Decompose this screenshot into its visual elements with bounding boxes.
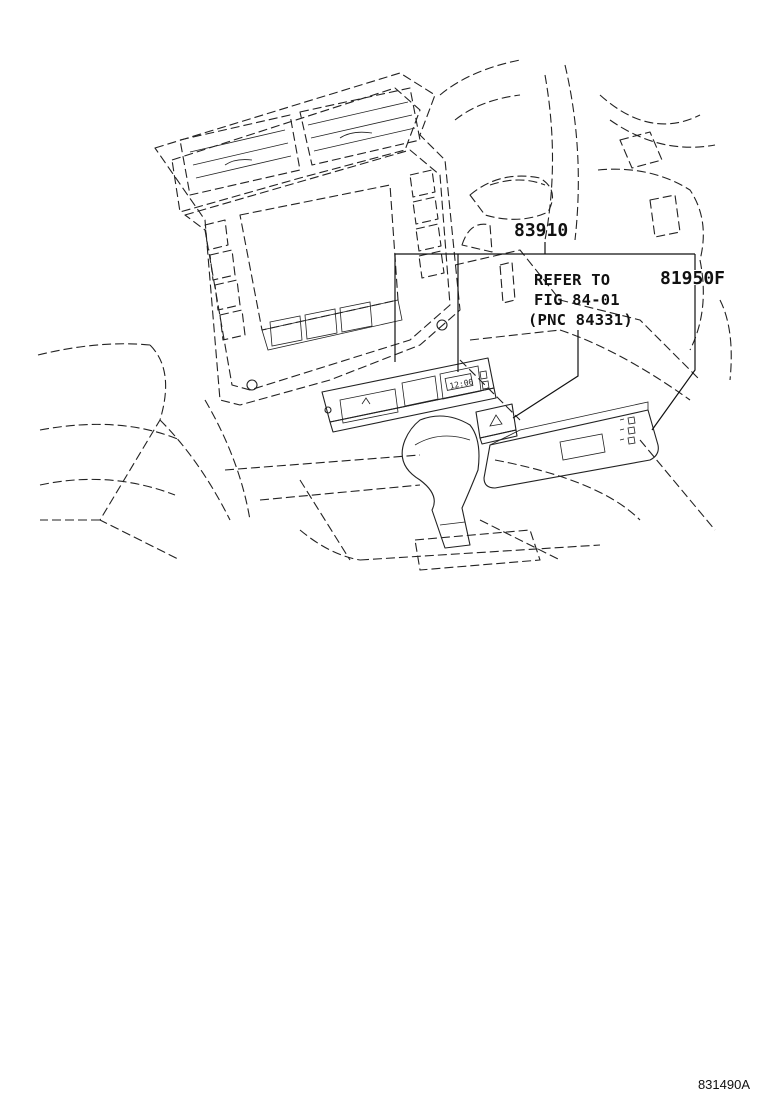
steering-wheel xyxy=(439,59,732,381)
hazard-switch xyxy=(475,403,518,445)
passenger-seat xyxy=(37,343,251,561)
callout-81950f: 81950F xyxy=(660,268,725,289)
clock-readout: 12:00 xyxy=(449,377,475,390)
refer-line-2: FIG 84-01 xyxy=(534,291,620,309)
navigation-display xyxy=(239,184,403,351)
callout-83910: 83910 xyxy=(514,220,568,241)
refer-line-1: REFER TO xyxy=(534,271,610,289)
switch-panel-83910: 12:00 xyxy=(321,357,497,433)
display-side-buttons xyxy=(204,169,448,391)
center-console-panel xyxy=(154,72,461,406)
air-vent-right xyxy=(299,87,421,166)
figure-id: 831490A xyxy=(697,1077,750,1092)
dashboard-right xyxy=(454,249,716,531)
leader-lines xyxy=(394,242,696,431)
refer-line-3: (PNC 84331) xyxy=(528,311,633,329)
gear-shift-knob xyxy=(401,415,541,571)
air-vent-left xyxy=(179,114,301,196)
switch-panel-81950f xyxy=(483,401,659,489)
center-console xyxy=(224,454,641,561)
